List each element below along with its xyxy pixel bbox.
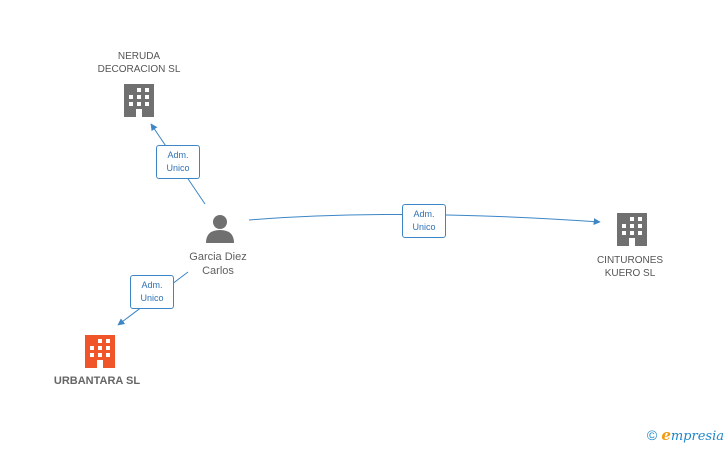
building-icon[interactable] [124, 84, 154, 117]
brand-logo: © empresia [647, 426, 724, 444]
building-icon[interactable] [617, 213, 647, 246]
node-label-cinturones[interactable]: CINTURONES KUERO SL [596, 255, 664, 279]
brand-name: mpresia [670, 429, 724, 444]
node-label-neruda[interactable]: NERUDA DECORACION SL [97, 51, 181, 75]
person-icon[interactable] [206, 215, 234, 243]
edge-label-urbantara: Adm. Unico [130, 275, 174, 309]
copyright-icon: © [646, 427, 658, 443]
edge-label-neruda: Adm. Unico [156, 145, 200, 179]
brand-initial: e [661, 426, 671, 444]
building-icon[interactable] [85, 335, 115, 368]
node-label-urbantara[interactable]: URBANTARA SL [53, 375, 141, 387]
edge-label-cinturones: Adm. Unico [402, 204, 446, 238]
node-label-person[interactable]: Garcia Diez Carlos [189, 251, 247, 277]
